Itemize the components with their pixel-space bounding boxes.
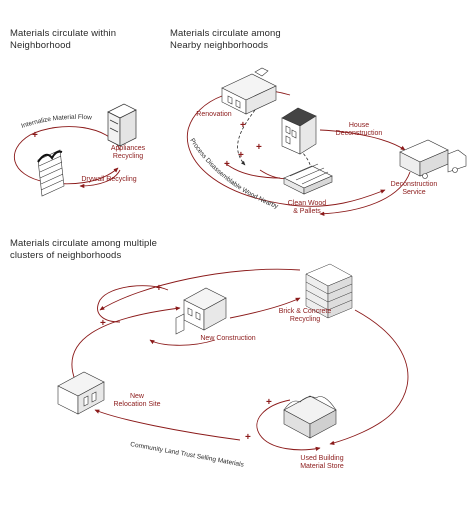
svg-text:+: +: [224, 159, 230, 170]
pallets-icon: [283, 163, 333, 195]
section-title-clusters: Materials circulate among multiple clust…: [10, 238, 158, 261]
appliances-label: Appliances Recycling: [110, 145, 146, 161]
deconstruction-service-label: Deconstruction Service: [390, 181, 438, 197]
svg-text:+: +: [256, 142, 262, 153]
section-title-neighborhood: Materials circulate within Neighborhood: [10, 28, 117, 51]
house-icon: [281, 107, 317, 155]
svg-text:+: +: [156, 283, 162, 294]
svg-text:+: +: [266, 397, 272, 408]
section-title-nearby: Materials circulate among Nearby neighbo…: [170, 28, 281, 51]
svg-text:+: +: [32, 130, 38, 141]
clean-wood-label: Clean Wood & Pallets: [287, 200, 327, 216]
house-icon: [175, 287, 227, 335]
loop-clusters: [71, 268, 409, 451]
house-icon: [57, 371, 105, 415]
svg-text:+: +: [238, 150, 244, 161]
new-construction-label: New Construction: [200, 335, 256, 342]
brick-concrete-label: Brick & Concrete Recycling: [278, 308, 332, 324]
warehouse-icon: [283, 395, 337, 439]
appliance-icon: [107, 103, 137, 147]
renovation-label: Renovation: [196, 111, 232, 118]
truck-icon: [399, 139, 467, 179]
svg-text:+: +: [100, 318, 106, 329]
used-store-label: Used Building Material Store: [300, 455, 344, 471]
svg-text:+: +: [240, 120, 246, 131]
drywall-icon: [37, 149, 65, 197]
plus-icon: + + + +: [224, 120, 262, 170]
house-icon: [221, 67, 277, 115]
svg-text:+: +: [245, 432, 251, 443]
plus-icon: +: [32, 130, 38, 141]
brick-stack-icon: [305, 263, 353, 319]
house-deconstruction-label: House Deconstruction: [335, 122, 383, 138]
plus-icon: + + + +: [100, 283, 272, 443]
loop-within-neighborhood: [13, 126, 121, 189]
community-label: Community Land Trust Selling Materials: [130, 441, 245, 469]
drywall-label: Drywall Recycling: [81, 176, 137, 183]
relocation-site-label: New Relocation Site: [113, 393, 161, 409]
